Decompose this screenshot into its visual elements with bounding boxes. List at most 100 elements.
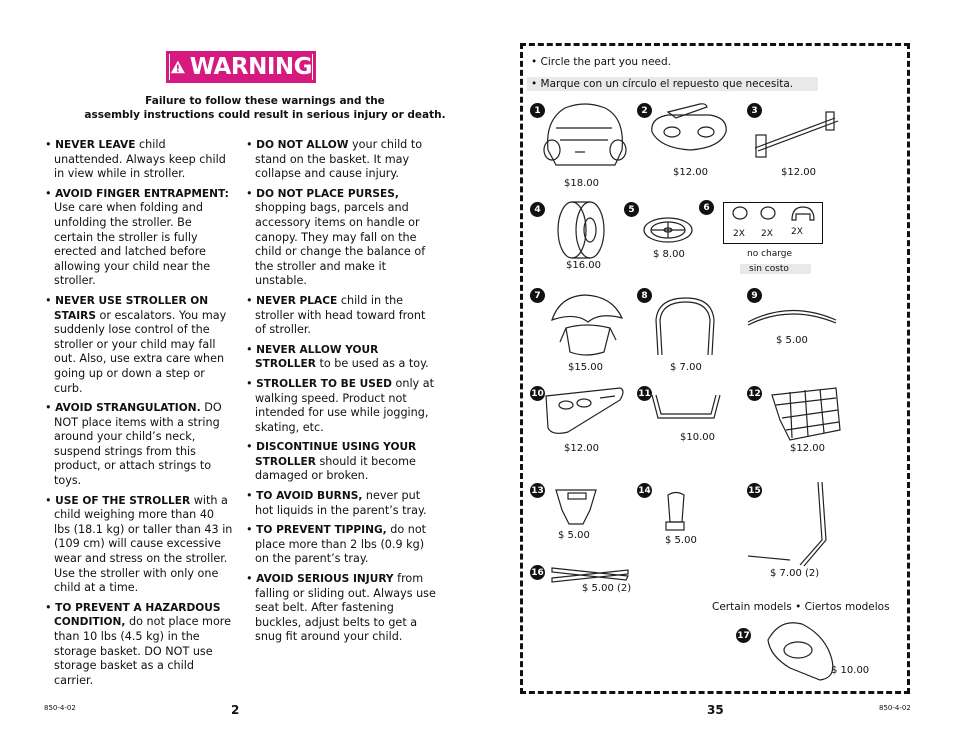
warning-label: WARNING	[170, 54, 313, 80]
note-circle-part: • Circle the part you need.	[531, 56, 672, 68]
warning-item-heading: DO NOT ALLOW	[256, 139, 349, 151]
part-8-handle-icon	[655, 297, 715, 356]
part-price-9: $ 5.00	[776, 335, 808, 346]
part-6-qty-c: 2X	[791, 227, 803, 237]
part-price-12: $12.00	[790, 443, 825, 454]
warning-item-heading: AVOID STRANGULATION.	[55, 402, 201, 415]
part-number-5: 5	[624, 202, 639, 217]
warning-item: • TO AVOID BURNS, never put hot liquids …	[246, 489, 427, 517]
warning-item-text: to be used as a toy.	[315, 357, 429, 371]
warning-item: • TO PREVENT A HAZARDOUS CONDITION, do n…	[45, 600, 232, 687]
warning-item: • USE OF THE STROLLER with a child weigh…	[45, 493, 233, 595]
warning-item-heading: AVOID SERIOUS INJURY	[256, 573, 394, 586]
part-16-belt-strap-icon	[551, 567, 629, 583]
part-number-17: 17	[736, 628, 751, 643]
warning-item-text: your child to stand on the basket. It ma…	[255, 138, 423, 181]
warning-item: • DO NOT ALLOW your child to stand on th…	[246, 138, 423, 181]
warning-item: • AVOID FINGER ENTRAPMENT: Use care when…	[45, 186, 229, 288]
part-12-storage-basket-icon	[771, 387, 841, 441]
warning-item: • TO PREVENT TIPPING, do not place more …	[246, 523, 427, 566]
part-price-10: $12.00	[564, 443, 599, 454]
warning-item-text: Use care when folding and unfolding the …	[54, 201, 211, 288]
doc-code-left: 850-4-02	[44, 704, 76, 712]
part-number-13: 13	[530, 483, 545, 498]
part-3-axle-icon	[754, 111, 839, 158]
warnings-column-2: • DO NOT ALLOW your child to stand on th…	[246, 138, 436, 650]
part-price-16: $ 5.00 (2)	[582, 583, 632, 594]
warning-triangle-icon	[170, 60, 185, 74]
warning-item-heading: TO AVOID BURNS,	[256, 490, 363, 503]
warning-item-text: do not place more than 2 lbs (0.9 kg) on…	[255, 523, 427, 566]
page-number-left: 2	[231, 703, 240, 717]
part-number-2: 2	[637, 103, 652, 118]
warning-item-text: do not place more than 10 lbs (4.5 kg) i…	[54, 615, 232, 687]
part-price-3: $12.00	[781, 167, 816, 178]
part-11-handlebar-icon	[651, 394, 721, 419]
part-number-10: 10	[530, 386, 545, 401]
warning-item-text: should it become damaged or broken.	[255, 454, 416, 483]
no-charge-label: no charge	[747, 249, 793, 259]
part-number-3: 3	[747, 103, 762, 118]
warning-item: • DO NOT PLACE PURSES, shopping bags, pa…	[246, 186, 426, 288]
part-number-7: 7	[530, 288, 545, 303]
part-number-12: 12	[747, 386, 762, 401]
part-6-qty-b: 2X	[761, 229, 773, 239]
part-2-parent-tray-icon	[651, 103, 727, 151]
part-price-2: $12.00	[673, 167, 708, 178]
warnings-column-1: • NEVER LEAVE child unattended. Always k…	[45, 138, 233, 693]
part-price-8: $ 7.00	[670, 362, 702, 373]
parts-frame	[520, 43, 910, 694]
warning-item-text: shopping bags, parcels and accessory ite…	[255, 201, 426, 288]
warning-item: • NEVER USE STROLLER ON STAIRS or escala…	[45, 293, 227, 395]
part-price-5: $ 8.00	[653, 249, 685, 260]
warning-item-text: never put hot liquids in the parent’s tr…	[255, 489, 427, 517]
part-6-box	[723, 202, 823, 244]
part-price-15: $ 7.00 (2)	[770, 568, 820, 579]
warning-item-heading: NEVER LEAVE	[55, 139, 136, 151]
warning-item-heading: STROLLER TO BE USED	[256, 377, 392, 390]
warning-item: • STROLLER TO BE USED only at walking sp…	[246, 376, 434, 434]
warning-item-heading: NEVER USE STROLLER ON STAIRS	[54, 294, 209, 322]
part-7-canopy-icon	[551, 294, 624, 356]
part-number-16: 16	[530, 565, 545, 580]
warning-item: • NEVER ALLOW YOUR STROLLER to be used a…	[246, 342, 429, 371]
part-number-8: 8	[637, 288, 652, 303]
part-price-7: $15.00	[568, 362, 603, 373]
part-price-4: $16.00	[566, 260, 601, 271]
warning-item-text: only at walking speed. Product not inten…	[255, 376, 434, 434]
warning-banner: WARNING	[166, 51, 316, 83]
warning-item-heading: DISCONTINUE USING YOUR STROLLER	[255, 441, 417, 468]
part-17-infant-seat-adapter-icon	[767, 622, 834, 681]
part-10-child-tray-icon	[545, 387, 624, 434]
doc-code-right: 850-4-02	[879, 704, 911, 712]
part-number-9: 9	[747, 288, 762, 303]
part-9-bumper-bar-icon	[747, 309, 837, 326]
warning-item: • DISCONTINUE USING YOUR STROLLER should…	[246, 440, 417, 483]
warning-item-heading: DO NOT PLACE PURSES,	[256, 187, 399, 200]
warning-item-text: child unattended. Always keep child in v…	[54, 138, 226, 181]
part-number-14: 14	[637, 483, 652, 498]
part-number-15: 15	[747, 483, 762, 498]
warning-item: • NEVER LEAVE child unattended. Always k…	[45, 138, 226, 181]
warning-item-heading: TO PREVENT A HAZARDOUS CONDITION,	[54, 601, 221, 629]
warning-item: • AVOID STRANGULATION. DO NOT place item…	[45, 401, 222, 488]
part-price-17: $ 10.00	[831, 665, 870, 676]
warning-item-text: from falling or sliding out. Always use …	[255, 572, 436, 644]
part-number-6: 6	[699, 200, 714, 215]
warning-item-heading: AVOID FINGER ENTRAPMENT:	[55, 187, 229, 200]
warning-item: • AVOID SERIOUS INJURY from falling or s…	[246, 572, 436, 644]
part-5-front-wheel-icon	[643, 217, 693, 243]
warning-item-text: child in the stroller with head toward f…	[255, 293, 426, 337]
note-circle-part-es: • Marque con un círculo el repuesto que …	[527, 77, 818, 91]
warning-item-heading: USE OF THE STROLLER	[55, 494, 191, 507]
warning-item-text: or escalators. You may suddenly lose con…	[54, 308, 227, 395]
certain-models-note: Certain models • Ciertos modelos	[712, 601, 890, 613]
part-number-4: 4	[530, 202, 545, 217]
warning-item-text: DO NOT place items with a string around …	[54, 401, 222, 488]
part-price-11: $10.00	[680, 432, 715, 443]
part-14-shoulder-pad-icon	[665, 491, 685, 531]
warning-item-heading: TO PREVENT TIPPING,	[256, 524, 387, 537]
page-number-right: 35	[707, 703, 724, 717]
warning-item-heading: NEVER PLACE	[256, 294, 338, 307]
